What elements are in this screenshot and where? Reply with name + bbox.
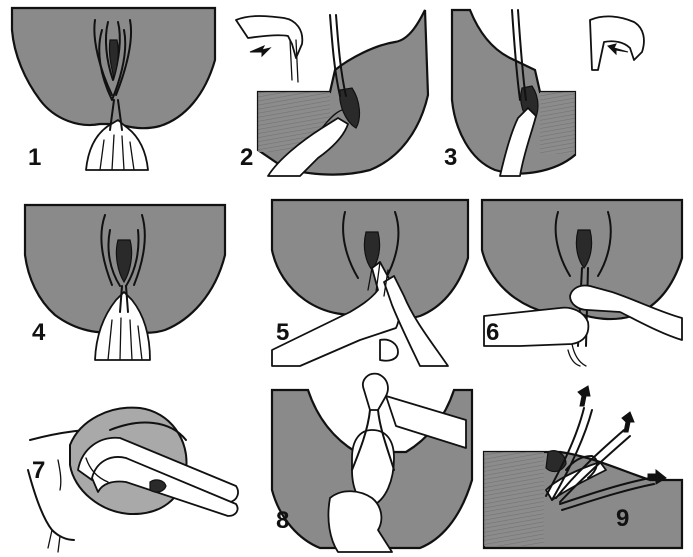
panel-2-number: 2 xyxy=(240,144,253,171)
panel-1-number: 1 xyxy=(28,144,41,171)
panel-9-number: 9 xyxy=(616,505,629,532)
panel-3-number: 3 xyxy=(444,144,457,171)
panel-6-number: 6 xyxy=(486,319,499,346)
panel-7-number: 7 xyxy=(32,457,45,484)
panel-8-number: 8 xyxy=(276,507,289,534)
panel-4-number: 4 xyxy=(32,319,46,346)
panel-5-number: 5 xyxy=(276,319,289,346)
